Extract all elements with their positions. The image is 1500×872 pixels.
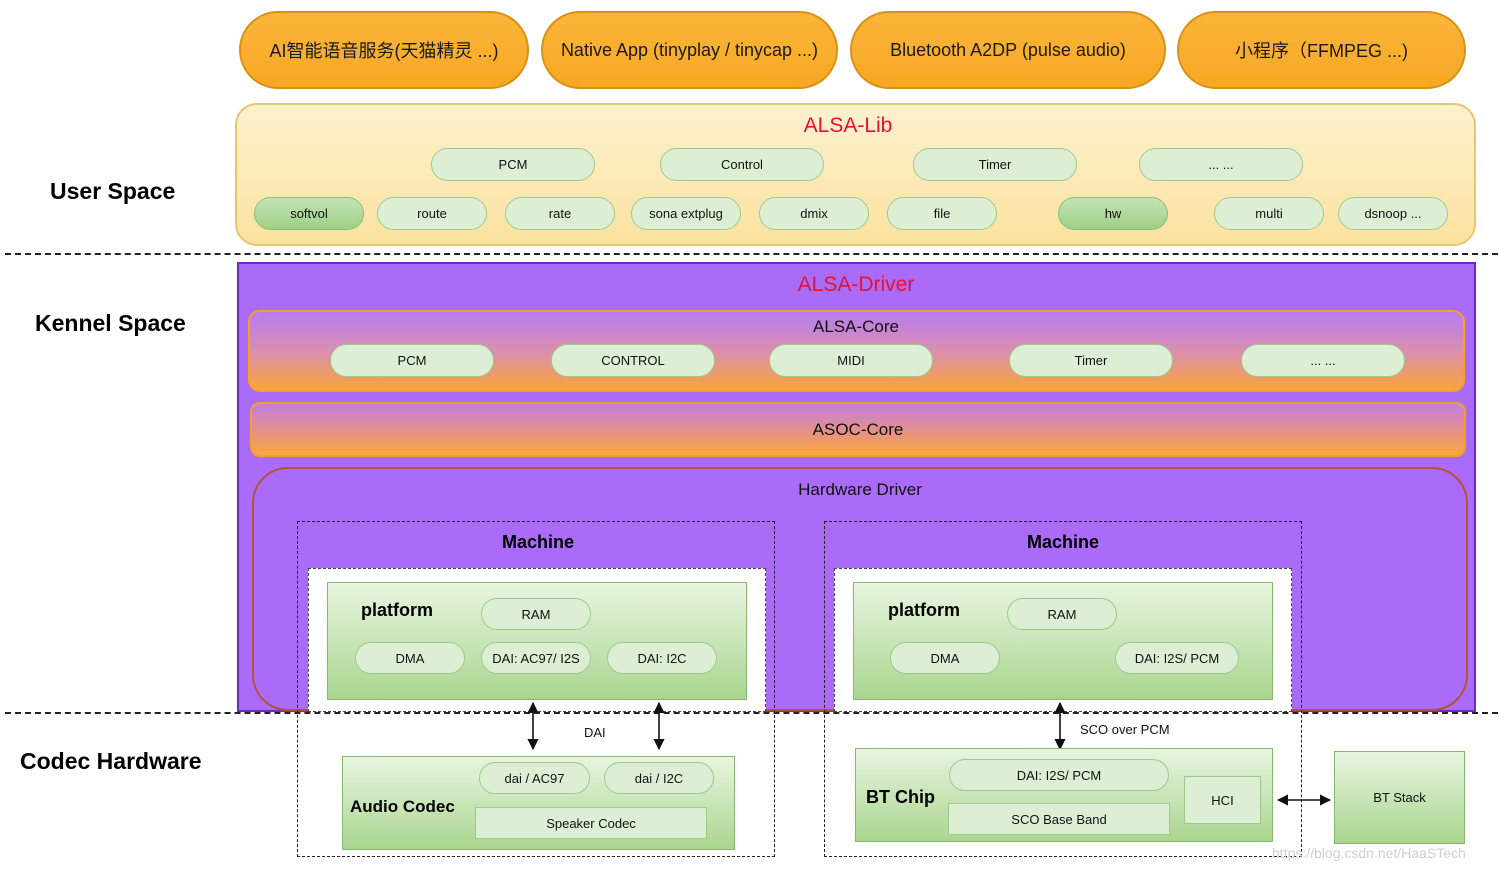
left-machine-title: Machine	[501, 531, 575, 552]
bt-dai-i2s-pcm: DAI: I2S/ PCM	[949, 759, 1169, 791]
alsa-driver-title: ALSA-Driver	[797, 273, 915, 296]
speaker-codec: Speaker Codec	[475, 807, 707, 839]
lib-more: ... ...	[1139, 148, 1303, 181]
audio-codec-label: Audio Codec	[350, 797, 455, 816]
left-ram: RAM	[481, 598, 591, 630]
hardware-driver-title: Hardware Driver	[798, 480, 922, 499]
plugin-file: file	[887, 197, 997, 230]
core-pcm: PCM	[330, 344, 494, 377]
left-dai-ac97-i2s: DAI: AC97/ I2S	[481, 642, 591, 674]
app-bluetooth-a2dp: Bluetooth A2DP (pulse audio)	[850, 11, 1166, 89]
plugin-softvol: softvol	[254, 197, 364, 230]
left-platform-label: platform	[361, 600, 433, 620]
lib-pcm: PCM	[431, 148, 595, 181]
left-dai-i2c: DAI: I2C	[607, 642, 717, 674]
right-platform-label: platform	[888, 600, 960, 620]
left-dma: DMA	[355, 642, 465, 674]
lib-control: Control	[660, 148, 824, 181]
right-dai-i2s-pcm: DAI: I2S/ PCM	[1115, 642, 1239, 674]
plugin-rate: rate	[505, 197, 615, 230]
plugin-dsnoop: dsnoop ...	[1338, 197, 1448, 230]
plugin-hw: hw	[1058, 197, 1168, 230]
user-space-label: User Space	[50, 178, 176, 204]
codec-hardware-label: Codec Hardware	[20, 748, 202, 774]
asoc-core: ASOC-Core	[250, 402, 1466, 457]
plugin-multi: multi	[1214, 197, 1324, 230]
kernel-space-label: Kennel Space	[35, 310, 186, 336]
codec-dai-i2c: dai / I2C	[604, 762, 714, 794]
bt-stack-block: BT Stack	[1334, 751, 1465, 844]
right-machine-outline	[824, 521, 1302, 857]
user-kernel-separator	[5, 253, 1498, 255]
alsa-core-title: ALSA-Core	[813, 317, 899, 336]
kernel-hardware-separator	[5, 712, 1498, 714]
sco-base-band: SCO Base Band	[948, 803, 1170, 835]
plugin-sona-extplug: sona extplug	[631, 197, 741, 230]
bt-chip-label: BT Chip	[866, 787, 935, 807]
core-timer: Timer	[1009, 344, 1173, 377]
lib-timer: Timer	[913, 148, 1077, 181]
app-mini-program: 小程序（FFMPEG ...)	[1177, 11, 1466, 89]
core-midi: MIDI	[769, 344, 933, 377]
core-more: ... ...	[1241, 344, 1405, 377]
plugin-route: route	[377, 197, 487, 230]
plugin-dmix: dmix	[759, 197, 869, 230]
codec-dai-ac97: dai / AC97	[479, 762, 590, 794]
core-control: CONTROL	[551, 344, 715, 377]
left-machine-outline	[297, 521, 775, 857]
sco-over-pcm-label: SCO over PCM	[1080, 722, 1170, 737]
alsa-lib-title: ALSA-Lib	[803, 114, 893, 137]
hci-box: HCI	[1184, 776, 1261, 824]
watermark: https://blog.csdn.net/HaaSTech	[1272, 845, 1466, 861]
app-ai-voice-service: AI智能语音服务(天猫精灵 ...)	[239, 11, 529, 89]
dai-link-label: DAI	[584, 725, 606, 740]
right-ram: RAM	[1007, 598, 1117, 630]
right-dma: DMA	[890, 642, 1000, 674]
app-native-app: Native App (tinyplay / tinycap ...)	[541, 11, 838, 89]
right-machine-title: Machine	[1026, 531, 1100, 552]
